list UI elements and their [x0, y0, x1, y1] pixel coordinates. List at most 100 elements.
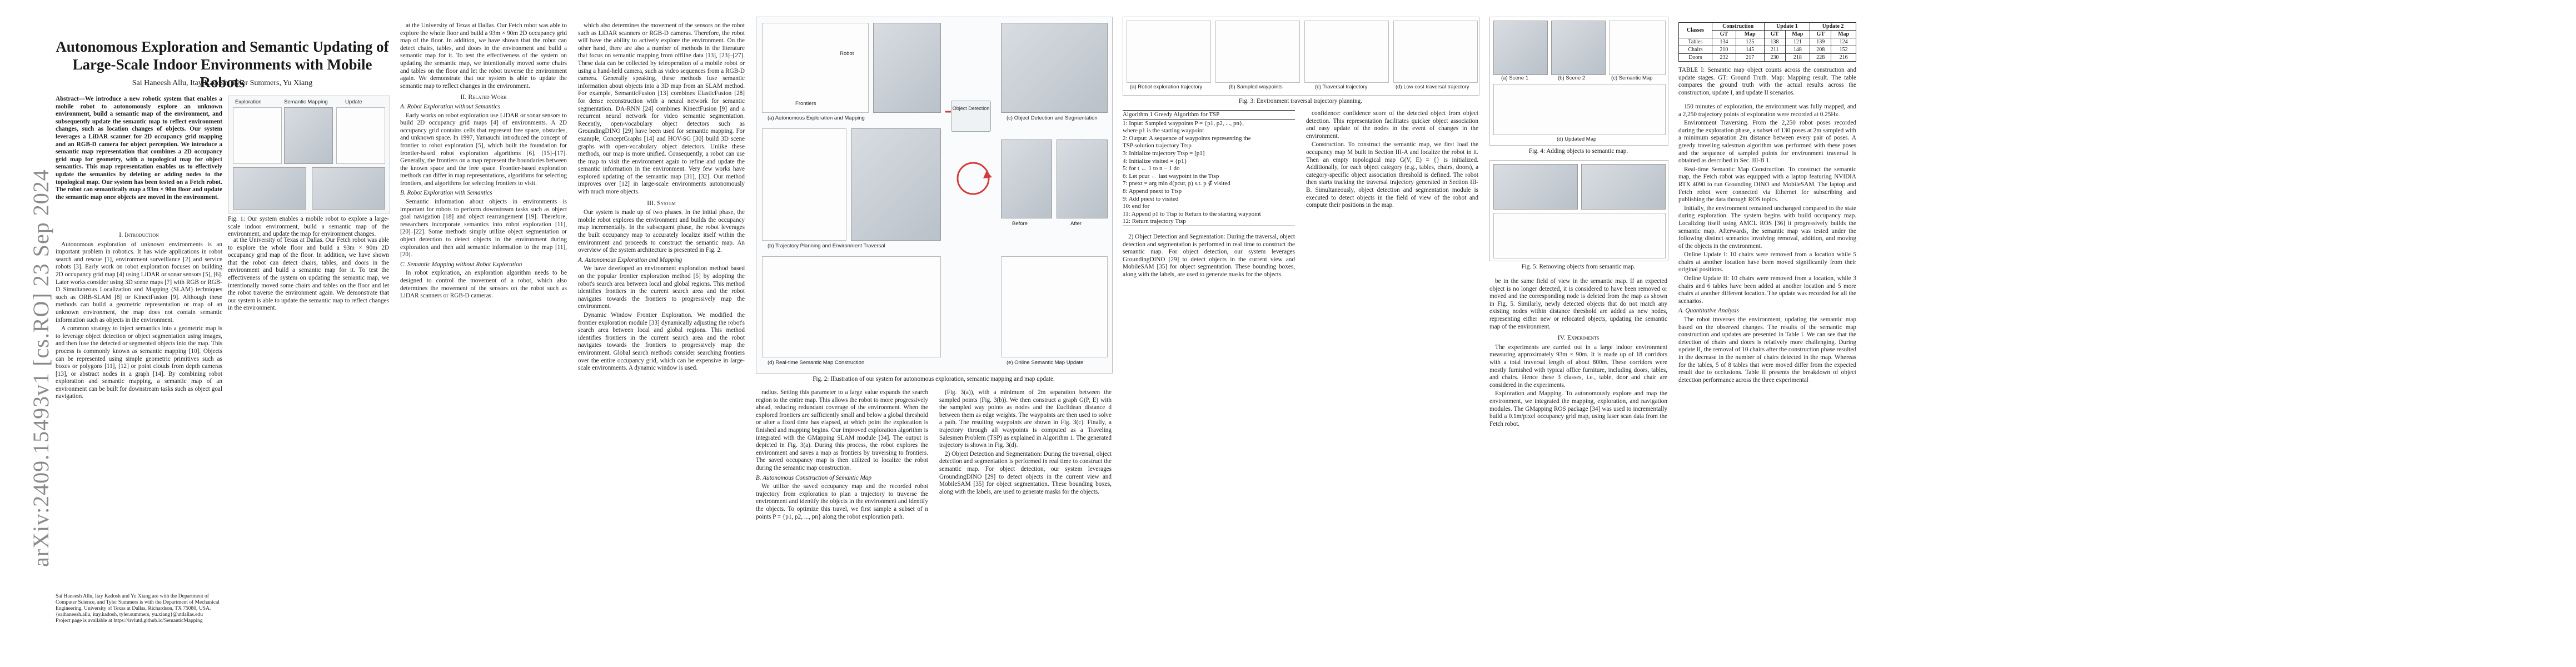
footnote-affiliation: Sai Haneesh Allu, Itay Kadosh and Yu Xia… [56, 594, 220, 618]
alg-line: where p1 is the starting waypoint [1123, 127, 1204, 135]
table-cell: 138 [1763, 38, 1786, 46]
col3-para-4: Dynamic Window Frontier Exploration. We … [578, 311, 745, 372]
alg-line: 4: Initialize visited = {p1} [1123, 157, 1187, 165]
table-cell: Doors [1678, 53, 1712, 62]
alg-line: 2: Output: A sequence of waypoints repre… [1123, 135, 1251, 142]
col4-para-3: (Fig. 3(a)), with a minimum of 2m separa… [939, 389, 1112, 449]
fig3-label-c: (c) Traversal trajectory [1315, 84, 1368, 90]
fig1-semantic-image [336, 107, 385, 164]
fig2-caption: Fig. 2: Illustration of our system for a… [813, 376, 1055, 382]
figure-5 [1489, 160, 1668, 261]
fig2-exploration-map [762, 23, 869, 113]
table-cell: 232 [1711, 53, 1736, 62]
fig4-scene-1 [1493, 21, 1548, 75]
section-related-heading: II. Related Work [460, 93, 507, 101]
fig3-map-b [1215, 21, 1300, 83]
fig1-robot-image [284, 107, 333, 164]
col7-para-6: Online Update II: 10 chairs were removed… [1678, 275, 1856, 305]
fig2-object-detection-box: Object Detection [951, 101, 991, 132]
subsection-3a-heading: A. Autonomous Exploration and Mapping [578, 256, 682, 263]
fig4-scene-2 [1551, 21, 1606, 75]
figure-1: Exploration Semantic Mapping Update [228, 96, 390, 213]
fig2-label-before: Before [1012, 221, 1028, 227]
table-cell: 216 [1831, 53, 1856, 62]
table-header-row: Classes Construction Update 1 Update 2 [1678, 22, 1856, 38]
fig1-label-mapping: Semantic Mapping [284, 99, 328, 105]
table-subheader-cell: Map [1831, 30, 1856, 38]
table-cell: 125 [1735, 38, 1765, 46]
col7-para-4: Initially, the environment remained unch… [1678, 205, 1856, 250]
results-table: Classes Construction Update 1 Update 2 G… [1678, 22, 1856, 62]
subsection-c-heading: C. Semantic Mapping without Robot Explor… [400, 261, 522, 268]
table-cell: 121 [1785, 38, 1811, 46]
col2-body: at the University of Texas at Dallas. Ou… [400, 22, 567, 301]
col5-para-1: confidence: confidence score of the dete… [1306, 110, 1478, 140]
fig1-scene-after [312, 167, 385, 210]
col7-para-7: The robot traverses the environment, upd… [1678, 316, 1856, 384]
col4b-body: (Fig. 3(a)), with a minimum of 2m separa… [939, 389, 1112, 497]
abstract: Abstract—We introduce a new robotic syst… [56, 96, 222, 201]
alg-line: 6: Let pcur ← last waypoint in the Ttsp [1123, 172, 1219, 180]
fig4-updated-map [1493, 84, 1666, 135]
fig1-label-update: Update [345, 99, 362, 105]
figure-4: (a) Scene 1 (b) Scene 2 (c) Semantic Map… [1489, 17, 1668, 146]
alg-line: 11: Append p1 to Ttsp to Return to the s… [1123, 210, 1261, 217]
col6-para-3: Exploration and Mapping. To autonomously… [1489, 390, 1667, 427]
table-cell: 139 [1810, 38, 1832, 46]
table-header-cell: Construction [1711, 22, 1765, 31]
subsection-7a-heading: A. Quantitative Analysis [1678, 307, 1739, 315]
alg-line: 10: end for [1123, 203, 1150, 210]
table-cell: 218 [1785, 53, 1811, 62]
fig3-label-d: (d) Low cost traversal trajectory [1396, 84, 1469, 90]
fig2-arrows [945, 111, 992, 195]
fig4-caption: Fig. 4: Adding objects to semantic map. [1528, 148, 1628, 155]
paper-authors: Sai Haneesh Allu, Itay Kadosh, Tyler Sum… [132, 79, 313, 87]
fig1-map-image [233, 107, 282, 164]
alg-line: 7: pnext = arg min d(pcur, p) s.t. p ∉ v… [1123, 180, 1230, 187]
intro-para-2: A common strategy to inject semantics in… [56, 325, 222, 400]
col4-para-1: radius. Setting this parameter to a larg… [756, 389, 928, 471]
fig4-semantic-map [1609, 21, 1666, 75]
fig2-label-robot: Robot [840, 51, 854, 57]
fig3-map-a [1127, 21, 1211, 83]
fig2-label-d: (d) Real-time Semantic Map Construction [768, 360, 865, 366]
alg-line: 1: Input: Sampled waypoints P = {p1, p2,… [1123, 120, 1244, 127]
table-subheader-cell: Map [1785, 30, 1811, 38]
fig3-map-c [1304, 21, 1389, 83]
alg-line: 9: Add pnext to visited [1123, 195, 1179, 202]
table1-caption: TABLE I: Semantic map object counts acro… [1678, 67, 1856, 96]
alg-line: 8: Append pnext to Ttsp [1123, 187, 1182, 195]
fig2-label-b: (b) Trajectory Planning and Environment … [768, 243, 885, 249]
col6-para-1: be in the same field of view in the sema… [1489, 278, 1667, 330]
figure-3: (a) Robot exploration trajectory (b) Sam… [1123, 17, 1479, 96]
table-1: Classes Construction Update 1 Update 2 G… [1678, 22, 1856, 62]
col1b-body: at the University of Texas at Dallas. Ou… [228, 237, 389, 313]
fig2-update-after [1057, 140, 1108, 218]
col3-body: which also determines the movement of th… [578, 22, 745, 374]
col6-body: be in the same field of view in the sema… [1489, 278, 1667, 429]
table-cell: 211 [1763, 46, 1786, 54]
table-subheader-cell: GT [1763, 30, 1786, 38]
intro-para-1: Autonomous exploration of unknown enviro… [56, 241, 222, 323]
fig3-label-b: (b) Sampled waypoints [1229, 84, 1283, 90]
table-subheader-cell: GT [1711, 30, 1736, 38]
section-intro-heading: I. Introduction [119, 231, 159, 238]
col7-para-2: Environment Traversing. From the 2,250 r… [1678, 120, 1856, 165]
table-cell: 124 [1831, 38, 1856, 46]
table-cell: 217 [1735, 53, 1765, 62]
fig1-scene-before [233, 167, 306, 210]
algorithm-title: Algorithm 1 Greedy Algorithm for TSP [1123, 111, 1295, 120]
subsection-a-heading: A. Robot Exploration without Semantics [400, 103, 500, 110]
col7-body: 150 minutes of exploration, the environm… [1678, 103, 1856, 385]
table-row: Doors 232 217 230 218 228 216 [1678, 53, 1856, 62]
col6-para-2: The experiments are carried out in a lar… [1489, 344, 1667, 389]
abstract-text: Abstract—We introduce a new robotic syst… [56, 96, 222, 201]
fig2-label-frontiers: Frontiers [795, 101, 816, 107]
alg-line: TSP solution trajectory Ttsp [1123, 142, 1192, 150]
algorithm-1: Algorithm 1 Greedy Algorithm for TSP 1: … [1123, 110, 1295, 226]
table-cell: Tables [1678, 38, 1712, 46]
table-cell: 230 [1763, 53, 1786, 62]
col1-body: I. Introduction Autonomous exploration o… [56, 228, 222, 402]
section-system-heading: III. System [647, 198, 676, 207]
col4-body: radius. Setting this parameter to a larg… [756, 389, 928, 522]
